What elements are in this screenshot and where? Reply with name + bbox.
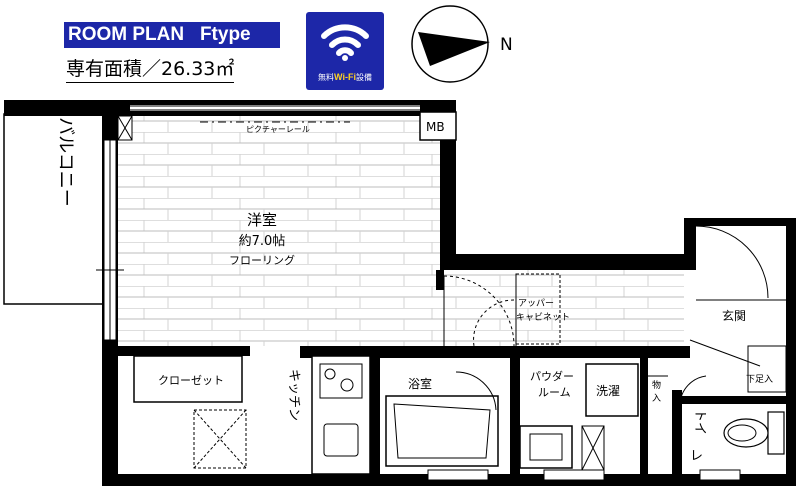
- toilet-label-2: レ: [690, 449, 703, 464]
- flooring-area: [118, 116, 448, 346]
- wall-hall-top: [440, 254, 696, 270]
- upper-cabinet-label: アッパー: [518, 298, 554, 309]
- wall-storage-toilet: [672, 390, 682, 476]
- toilet-bowl: [723, 418, 769, 448]
- kitchen-label: キッチン: [286, 369, 301, 421]
- toilet-label: トイ: [692, 409, 707, 435]
- powder-room-label: パウダー: [530, 369, 574, 383]
- wall-bath-powder: [510, 346, 520, 476]
- wall-closet-top: [102, 346, 250, 356]
- bath-label: 浴室: [408, 376, 432, 391]
- laundry-space: [585, 363, 639, 417]
- closet-label: クローゼット: [158, 374, 224, 387]
- shoe-box-label: 下足入: [746, 374, 773, 385]
- svg-text:キッチン: キッチン: [286, 369, 301, 421]
- floor-area: 専有面積／26.33㎡: [66, 56, 235, 83]
- balcony: [3, 113, 105, 305]
- free-wifi-badge: 無料Wi-Fi設備: [306, 12, 384, 90]
- wall-upper-right: [440, 100, 456, 270]
- powder-room-label-2: ルーム: [538, 386, 571, 399]
- wall-entrance-top: [684, 218, 794, 226]
- wifi-suffix: 設備: [355, 73, 372, 82]
- plan-title: ROOM PLAN Ftype: [64, 22, 280, 48]
- wall-powder-storage: [640, 346, 648, 476]
- mb-box: [419, 111, 457, 141]
- wall-kitchen-bath: [370, 346, 380, 476]
- wifi-label: Wi-Fi: [334, 72, 356, 82]
- toilet-tank: [767, 411, 785, 455]
- wifi-icon: [321, 24, 369, 61]
- mb-label: MB: [426, 120, 445, 134]
- storage-label-2: 入: [652, 393, 661, 404]
- bathtub: [385, 395, 499, 467]
- balcony-label: バルコニー: [55, 117, 76, 207]
- upper-cabinet-label-2: キャビネット: [516, 312, 570, 323]
- flooring-label: フローリング: [229, 253, 295, 267]
- wall-toilet-top: [682, 396, 786, 404]
- svg-text:トイ: トイ: [692, 409, 707, 435]
- wifi-badge-text: 無料Wi-Fi設備: [306, 72, 384, 83]
- door-frame: [436, 270, 444, 290]
- north-compass: N: [411, 5, 513, 83]
- entrance-label: 玄関: [722, 308, 746, 323]
- western-room-size: 約7.0帖: [239, 234, 286, 249]
- wall-right: [786, 218, 796, 486]
- hall-flooring: [448, 268, 684, 348]
- western-room-label: 洋室: [247, 211, 277, 229]
- storage-label: 物: [652, 379, 661, 391]
- compass-needle-icon: [418, 32, 490, 66]
- closet-box: [133, 355, 243, 403]
- compass-north-label: N: [500, 35, 513, 55]
- wifi-prefix: 無料: [318, 73, 335, 82]
- svg-text:バルコニー: バルコニー: [55, 117, 76, 207]
- laundry-label: 洗濯: [596, 384, 620, 398]
- wall-entrance-left: [684, 218, 696, 268]
- wall-wet-top: [300, 346, 690, 358]
- picture-rail-label: ピクチャーレール: [246, 125, 310, 134]
